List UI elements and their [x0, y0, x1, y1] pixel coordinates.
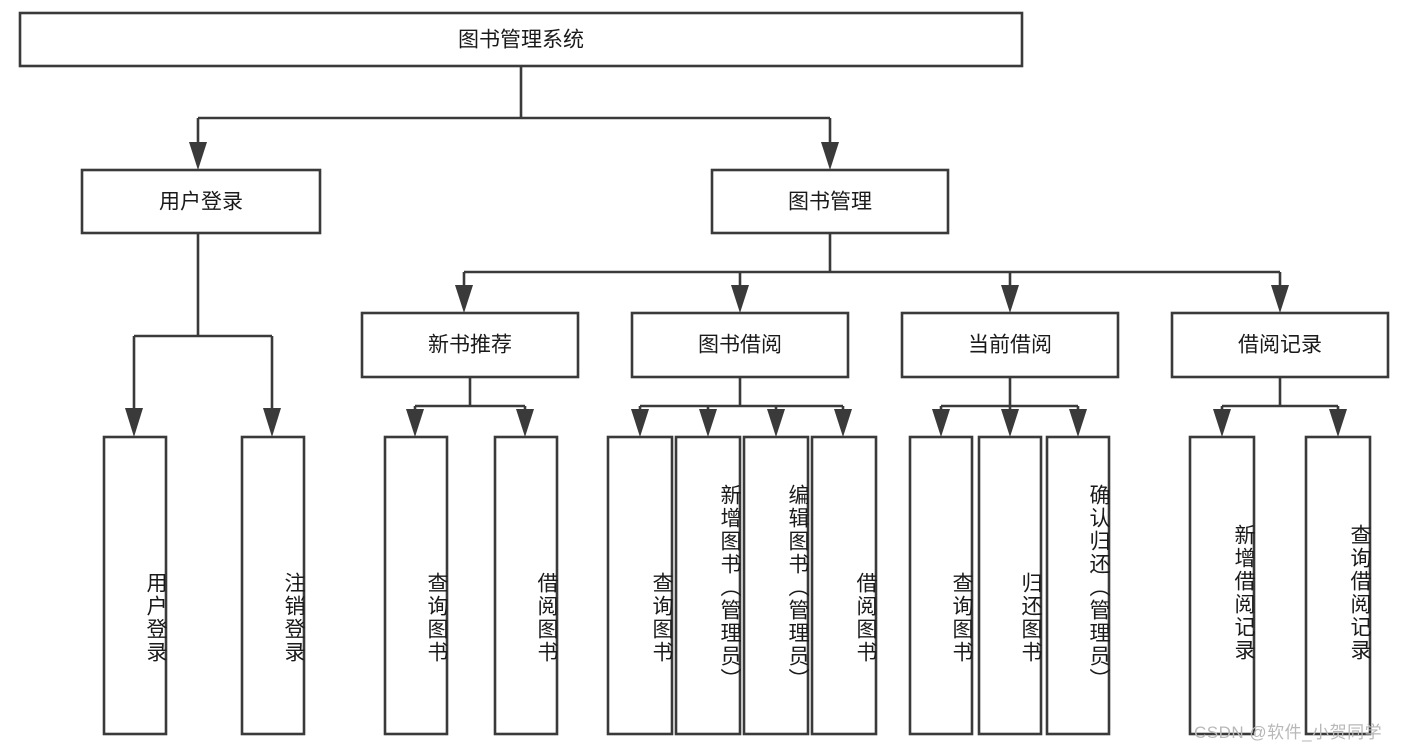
arrow-head-leaf-user-login-1	[125, 408, 143, 437]
node-user-login-box[interactable]	[80, 168, 322, 235]
arrow-head-leaf-currentborrow-3	[1069, 409, 1087, 437]
arrow-head-leaf-borrowrecord-1	[1213, 409, 1231, 437]
arrow-head-level3-3	[1001, 285, 1019, 313]
connector-group-current-borrow	[932, 377, 1087, 437]
arrow-head-leaf-newbook-1	[406, 409, 424, 437]
leaf-box-new-book-2[interactable]	[493, 435, 559, 736]
node-new-book-recommend-label: 新书推荐	[428, 334, 512, 357]
node-borrow-record-box[interactable]	[1170, 311, 1390, 379]
node-book-borrow-box[interactable]	[630, 311, 850, 379]
arrow-head-level3-1	[455, 285, 473, 313]
arrow-head-leaf-bookborrow-4	[834, 409, 852, 437]
leaf-box-current-borrow-2[interactable]	[977, 435, 1043, 736]
node-book-management-box[interactable]	[710, 168, 950, 235]
arrow-head-leaf-newbook-2	[516, 409, 534, 437]
connector-group-borrow-record	[1213, 377, 1347, 437]
leaf-box-current-borrow-3[interactable]	[1045, 435, 1111, 736]
leaf-box-current-borrow-1[interactable]	[908, 435, 974, 736]
leaf-box-borrow-record-2[interactable]	[1304, 435, 1372, 736]
arrow-head-leaf-bookborrow-3	[767, 409, 785, 437]
node-book-management-label: 图书管理	[788, 191, 872, 214]
leaf-box-book-borrow-4[interactable]	[810, 435, 878, 736]
arrow-head-leaf-currentborrow-1	[932, 409, 950, 437]
node-borrow-record-label: 借阅记录	[1238, 334, 1322, 357]
node-book-borrow-label: 图书借阅	[698, 334, 782, 357]
leaf-box-user-login-2[interactable]	[240, 435, 306, 736]
arrow-head-leaf-user-login-2	[263, 408, 281, 437]
arrow-head-userlogin	[189, 142, 207, 170]
node-root-box[interactable]	[18, 11, 1024, 68]
arrow-head-level3-2	[731, 285, 749, 313]
leaf-box-book-borrow-2[interactable]	[674, 435, 742, 736]
leaf-box-user-login-1[interactable]	[102, 435, 168, 736]
node-root-label: 图书管理系统	[458, 29, 584, 52]
connector-group-userlogin	[125, 233, 281, 437]
arrow-head-level3-4	[1271, 285, 1289, 313]
connector-group-bookmgmt	[455, 233, 1289, 313]
leaf-box-book-borrow-3[interactable]	[742, 435, 810, 736]
arrow-head-leaf-borrowrecord-2	[1329, 409, 1347, 437]
leaf-box-borrow-record-1[interactable]	[1188, 435, 1256, 736]
arrow-head-leaf-bookborrow-2	[699, 409, 717, 437]
node-user-login-label: 用户登录	[159, 191, 243, 214]
csdn-watermark: CSDN @软件_小贺同学	[1194, 723, 1383, 742]
leaf-box-book-borrow-1[interactable]	[606, 435, 674, 736]
connector-group-book-borrow	[631, 377, 852, 437]
arrow-head-leaf-bookborrow-1	[631, 409, 649, 437]
node-current-borrow-label: 当前借阅	[968, 334, 1052, 357]
leaf-box-new-book-1[interactable]	[383, 435, 449, 736]
node-current-borrow-box[interactable]	[900, 311, 1120, 379]
arrow-head-leaf-currentborrow-2	[1001, 409, 1019, 437]
connector-group-new-book	[406, 377, 534, 437]
arrow-head-bookmgmt	[821, 142, 839, 170]
node-new-book-recommend-box[interactable]	[360, 311, 580, 379]
connector-group-root	[189, 66, 839, 170]
